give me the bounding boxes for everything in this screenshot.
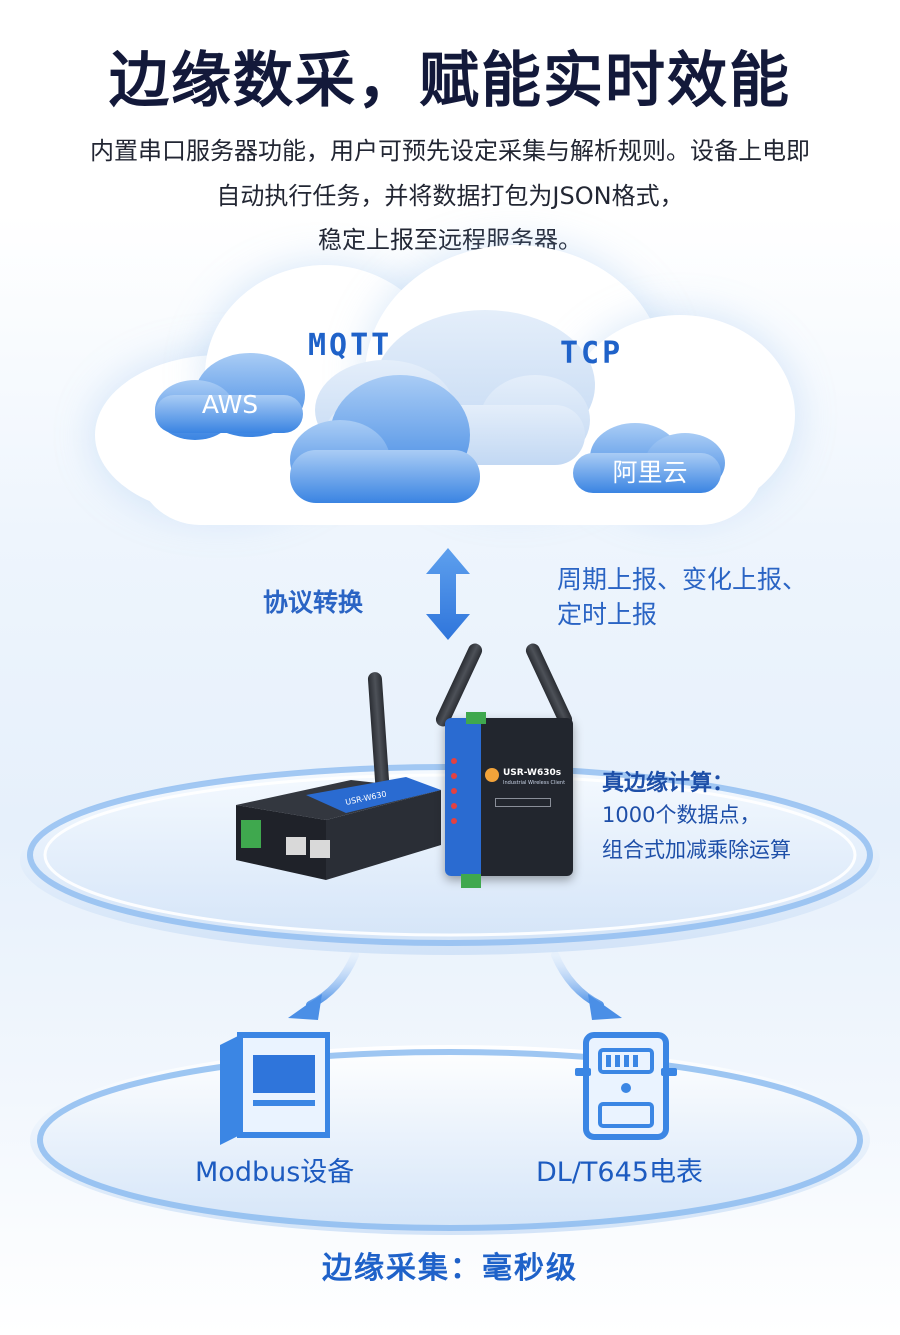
base-disk	[30, 1045, 870, 1235]
edge-title: 真边缘计算：	[602, 771, 735, 796]
modbus-device-label: Modbus设备	[195, 1157, 355, 1188]
page-title: 边缘数采，赋能实时效能	[109, 46, 791, 116]
description-line-2: 自动执行任务，并将数据打包为JSON格式，	[216, 182, 684, 210]
cloud-label-aliyun: 阿里云	[612, 458, 688, 487]
bidirectional-arrow-icon	[426, 548, 470, 640]
dlt645-meter-label: DL/T645电表	[536, 1157, 703, 1188]
brand-logo	[485, 768, 499, 782]
edge-line-2: 组合式加减乘除运算	[602, 838, 791, 862]
terminal-block	[466, 712, 486, 724]
antenna-icon	[523, 641, 575, 729]
inner-clouds	[155, 310, 725, 503]
protocol-tcp: TCP	[560, 336, 624, 371]
cloud-label-aws: AWS	[201, 390, 259, 419]
device-b-sub: Industrial Wireless Client	[503, 780, 566, 786]
modbus-device-icon	[220, 1032, 330, 1145]
report-mode-line-1: 周期上报、变化上报、	[557, 565, 808, 594]
device-b-model: USR-W630s	[503, 768, 562, 778]
down-arrows	[288, 951, 622, 1020]
edge-line-1: 1000个数据点，	[602, 803, 761, 827]
router-device-b: USR-W630s Industrial Wireless Client	[445, 718, 573, 888]
electric-meter-icon	[575, 1032, 677, 1140]
router-device-a: USR-W630	[236, 777, 441, 880]
description-line-1: 内置串口服务器功能，用户可预先设定采集与解析规则。设备上电即	[90, 137, 810, 165]
protocol-conversion-label: 协议转换	[263, 588, 364, 617]
footer-caption: 边缘采集：毫秒级	[322, 1251, 578, 1286]
protocol-mqtt: MQTT	[308, 328, 393, 363]
report-mode-line-2: 定时上报	[557, 600, 658, 629]
